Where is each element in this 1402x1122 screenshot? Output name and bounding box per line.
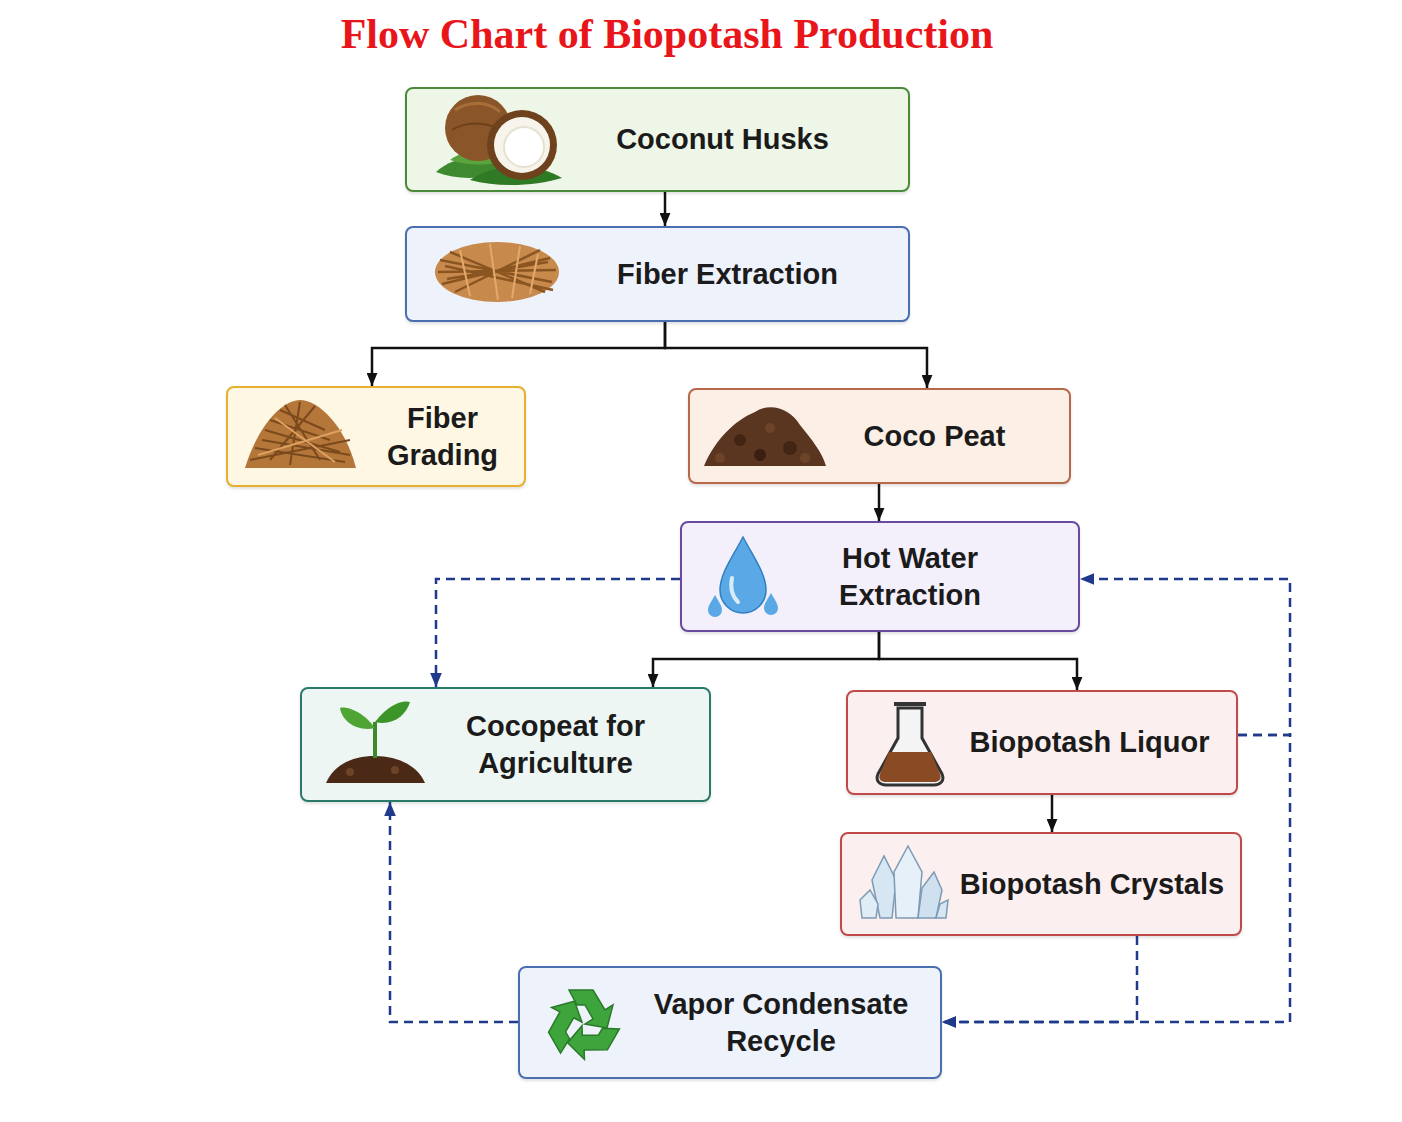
process-box: Fiber Grading [226,386,526,487]
process-box: Biopotash Crystals [840,832,1242,936]
process-box: Coco Peat [688,388,1071,484]
crystal-icon [860,846,948,918]
process-box: Fiber Extraction [405,226,910,322]
box-label: Vapor Condensate Recycle [638,986,924,1060]
box-text-group: Fiber Extraction [617,256,838,293]
recycle-connector [436,579,680,687]
flow-arrow [372,322,665,386]
box-text-group: Fiber Grading [373,400,512,474]
flow-arrow [665,322,927,388]
process-box: Cocopeat for Agriculture [300,687,711,802]
box-text-group: Cocopeat for Agriculture [442,708,669,782]
box-text-group: Hot Water Extraction [792,540,1028,614]
coconut-icon [436,95,562,185]
box-text-group: Coconut Husks [616,121,829,158]
box-label: Cocopeat for Agriculture [442,708,669,782]
process-box: Hot Water Extraction [680,521,1080,632]
flow-arrow [879,632,1077,690]
process-box: Coconut Husks [405,87,910,192]
box-text-group: Vapor Condensate Recycle [638,986,924,1060]
box-label: Fiber Grading [373,400,512,474]
box-text-group: Coco Peat [864,418,1006,455]
box-label: Biopotash Liquor [969,724,1209,761]
flask-icon [877,704,943,785]
peat-pile-icon [704,407,826,466]
recycle-icon [539,990,620,1067]
box-text-group: Biopotash Liquor [969,724,1209,761]
chart-title: Flow Chart of Biopotash Production [0,10,1334,58]
box-text-group: Biopotash Crystals [960,866,1224,903]
recycle-connector [1080,579,1290,735]
process-box: Biopotash Liquor [846,690,1238,795]
flow-arrow [1051,795,1054,832]
flow-arrow [664,192,667,226]
flow-arrow [878,484,881,521]
water-drop-icon [708,537,778,617]
seedling-icon [326,701,425,783]
box-label: Biopotash Crystals [960,866,1224,903]
flow-arrow [653,632,879,687]
box-label: Fiber Extraction [617,256,838,293]
process-box: Vapor Condensate Recycle [518,966,942,1079]
recycle-connector [942,936,1137,1022]
recycle-connector [390,802,518,1022]
box-label: Coco Peat [864,418,1006,455]
recycle-connector [942,735,1290,1022]
fiber-pile-icon [245,400,356,468]
box-label: Hot Water Extraction [792,540,1028,614]
fiber-bundle-icon [435,242,559,302]
box-label: Coconut Husks [616,121,829,158]
